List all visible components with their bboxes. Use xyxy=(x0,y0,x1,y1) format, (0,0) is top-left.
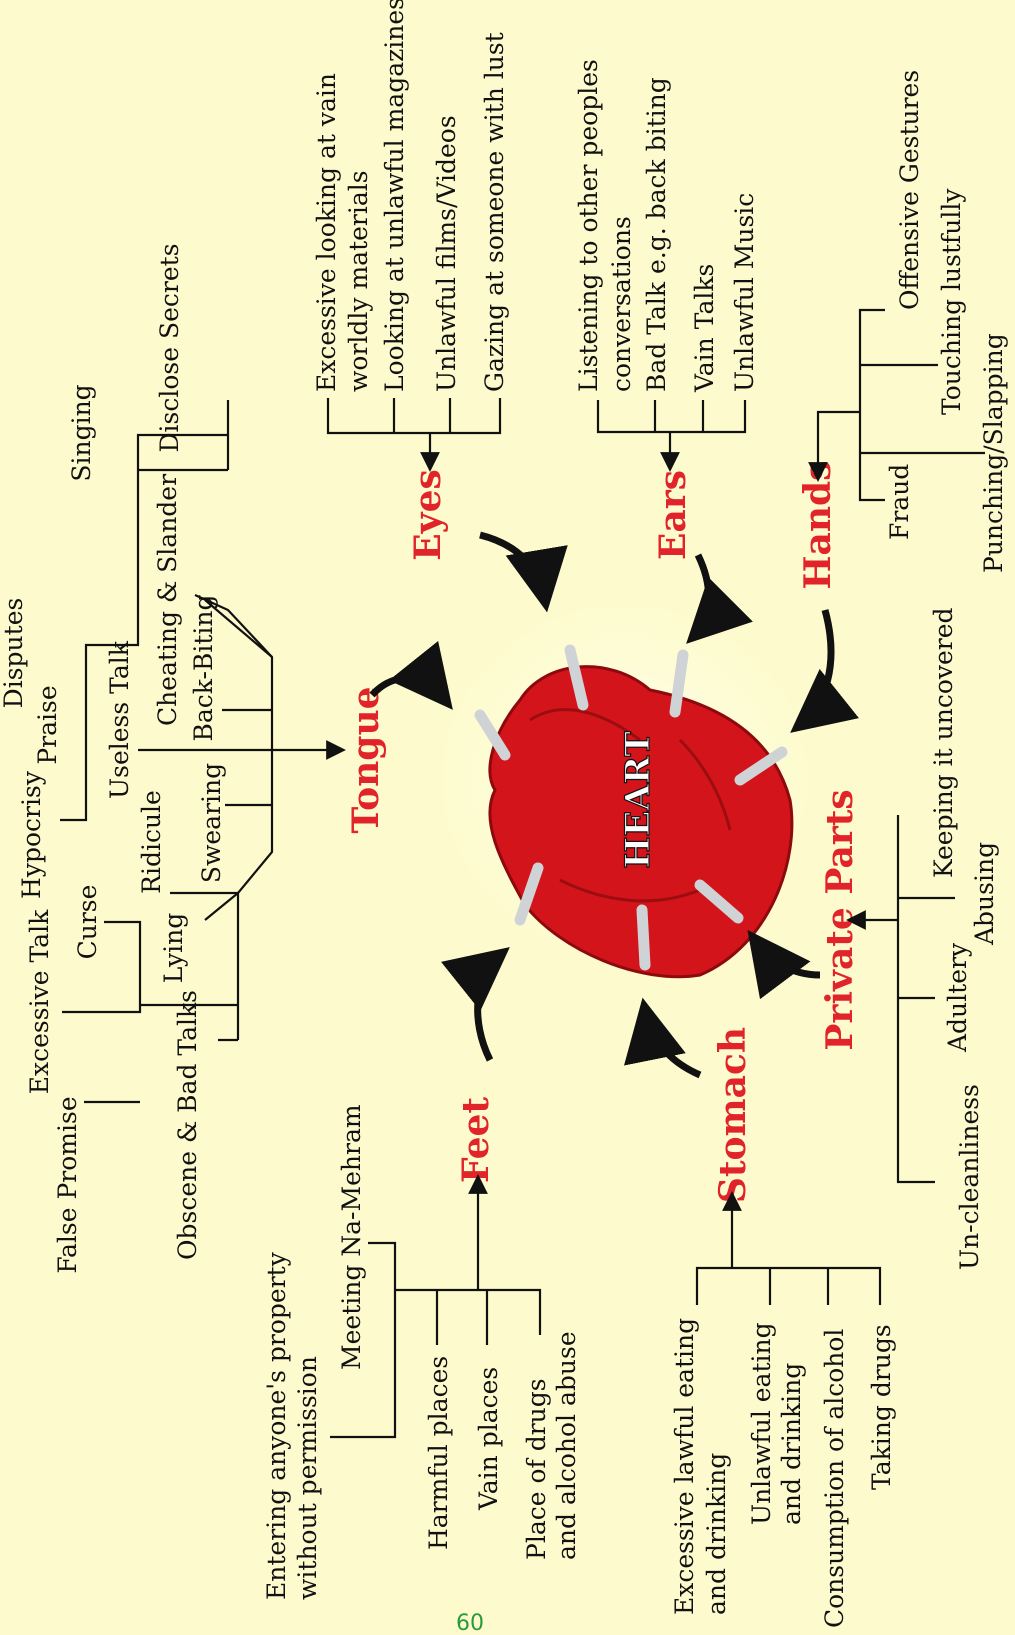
feet-item: and alcohol abuse xyxy=(552,1331,581,1560)
tongue-item: Lying xyxy=(159,913,188,983)
tongue-item: Ridicule xyxy=(137,790,166,894)
private-item: Keeping it uncovered xyxy=(929,607,958,878)
stomach-item: Taking drugs xyxy=(867,1324,896,1490)
eyes-item: Unlawful films/Videos xyxy=(432,115,461,392)
hands-items: Offensive Gestures Touching lustfully Pu… xyxy=(885,70,1008,573)
eyes-item: Excessive looking at vain xyxy=(312,73,341,392)
organ-feet: Feet xyxy=(455,1097,497,1183)
feet-item: Place of drugs xyxy=(522,1378,551,1560)
stomach-item: Consumption of alcohol xyxy=(820,1329,849,1628)
tongue-item: Cheating & Slander xyxy=(153,474,182,726)
private-item: Adultery xyxy=(943,942,972,1053)
private-tree xyxy=(846,815,955,1184)
organ-ears: Ears xyxy=(652,470,694,560)
hands-item: Touching lustfully xyxy=(937,188,966,415)
tongue-tree xyxy=(60,400,346,1104)
tongue-item: Curse xyxy=(73,885,102,960)
heart-label: HEART xyxy=(618,731,658,868)
eyes-items: Excessive looking at vain worldly materi… xyxy=(312,0,509,392)
hands-tree xyxy=(808,308,985,502)
feet-item: Vain places xyxy=(474,1367,503,1511)
tongue-item: Singing xyxy=(67,384,96,481)
ears-tree xyxy=(596,400,747,472)
tongue-item: False Promise xyxy=(53,1096,82,1273)
stomach-item: and drinking xyxy=(777,1363,806,1525)
organ-stomach: Stomach xyxy=(712,1027,754,1203)
heart-graphic: HEART xyxy=(400,565,850,995)
private-items: Keeping it uncovered Abusing Adultery Un… xyxy=(929,607,999,1270)
hands-item: Fraud xyxy=(885,464,914,540)
tongue-item: Disclose Secrets xyxy=(155,243,184,452)
arrow-hands xyxy=(790,609,860,733)
tongue-item: Hypocrisy xyxy=(17,770,46,899)
organ-eyes: Eyes xyxy=(407,469,449,561)
feet-item: without permission xyxy=(293,1356,322,1600)
tongue-item: Excessive Talk xyxy=(25,909,54,1094)
hands-item: Punching/Slapping xyxy=(979,333,1008,573)
arrow-feet xyxy=(440,947,510,1062)
eyes-item: Looking at unlawful magazines xyxy=(380,0,409,392)
stomach-items: Excessive lawful eating and drinking Unl… xyxy=(670,1318,896,1628)
tongue-item: Obscene & Bad Talks xyxy=(173,990,202,1260)
ears-items: Listening to other peoples conversations… xyxy=(574,59,759,393)
feet-items: Entering anyone's property without permi… xyxy=(262,1104,581,1600)
page-number: 60 xyxy=(456,1611,484,1635)
tongue-item: Disputes xyxy=(0,598,28,709)
organ-tongue: Tongue xyxy=(345,686,387,833)
tongue-item: Back-Biting xyxy=(189,595,218,742)
tongue-item: Praise xyxy=(33,685,62,764)
arrow-ears xyxy=(686,553,753,644)
arrow-stomach xyxy=(624,997,702,1079)
feet-item: Entering anyone's property xyxy=(262,1251,291,1600)
private-item: Un-cleanliness xyxy=(955,1084,984,1270)
tongue-items: Disputes Singing Disclose Secrets Hypocr… xyxy=(0,243,226,1273)
stomach-item: and drinking xyxy=(702,1453,731,1615)
feet-item: Meeting Na-Mehram xyxy=(337,1104,366,1370)
arrow-eyes xyxy=(479,531,568,613)
ears-item: Bad Talk e.g. back biting xyxy=(642,77,671,392)
stomach-item: Excessive lawful eating xyxy=(670,1318,699,1615)
hands-item: Offensive Gestures xyxy=(895,70,924,310)
stomach-item: Unlawful eating xyxy=(747,1322,776,1525)
ears-item: Unlawful Music xyxy=(730,193,759,392)
ears-item: conversations xyxy=(607,216,636,392)
curved-arrows xyxy=(369,531,860,1079)
arrow-private-parts xyxy=(747,929,821,1000)
tongue-item: Useless Talk xyxy=(105,640,134,799)
stomach-tree xyxy=(695,1191,882,1305)
eyes-item: worldly materials xyxy=(344,170,373,392)
private-item: Abusing xyxy=(970,842,999,946)
organ-hands: Hands xyxy=(797,461,839,590)
eyes-tree xyxy=(326,398,502,472)
feet-tree xyxy=(330,1174,542,1439)
ears-item: Listening to other peoples xyxy=(574,59,603,392)
eyes-item: Gazing at someone with lust xyxy=(480,32,509,392)
organ-labels: Tongue Eyes Ears Hands Private Parts Sto… xyxy=(345,461,861,1204)
feet-item: Harmful places xyxy=(424,1356,453,1550)
ears-item: Vain Talks xyxy=(690,264,719,393)
arrow-tongue xyxy=(369,640,453,710)
tongue-item: Swearing xyxy=(197,763,226,883)
